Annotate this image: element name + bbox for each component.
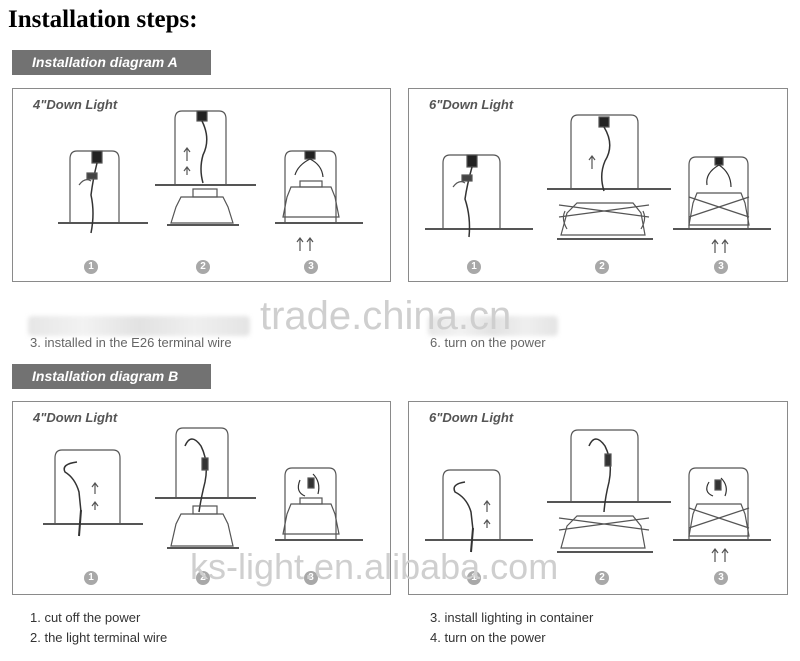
step-1-marker: 1: [84, 571, 98, 585]
panel-title: 4"Down Light: [33, 410, 118, 425]
page-title: Installation steps:: [8, 6, 198, 33]
step-1-marker: 1: [467, 571, 481, 585]
step-3-marker: 3: [304, 571, 318, 585]
step-1-marker: 1: [84, 260, 98, 274]
diagram-a-4in-panel: 4"Down Light: [12, 88, 391, 282]
b6-step1-can: [425, 469, 533, 553]
step-1-marker: 1: [467, 260, 481, 274]
diagram-b-6in-panel: 6"Down Light 1: [408, 401, 788, 595]
step-3-marker: 3: [714, 260, 728, 274]
blurred-text-right: [428, 316, 558, 336]
step-2-marker: 2: [595, 260, 609, 274]
b4-step2-can: [155, 427, 256, 549]
a4-step2-can: [155, 110, 256, 226]
diagram-a-6in-panel: 6"Down Light: [408, 88, 788, 282]
diagram-b-4in-illustration: [43, 427, 363, 549]
note-b-3: 3. install lighting in container: [430, 610, 594, 625]
diagram-b-4in-panel: 4"Down Light 1 2 3: [12, 401, 391, 595]
a4-step1-can: [58, 150, 148, 234]
diagram-b-label: Installation diagram B: [12, 364, 211, 389]
diagram-b-6in-illustration: [425, 429, 771, 562]
note-a-2: 6. turn on the power: [430, 335, 546, 350]
diagram-a-6in-illustration: [425, 114, 771, 253]
b4-step3-can: [275, 467, 363, 541]
a6-step3-can: [673, 156, 771, 253]
note-b-2: 2. the light terminal wire: [30, 630, 168, 645]
step-3-marker: 3: [714, 571, 728, 585]
watermark-ks-light: ks-light.en.alibaba.com: [190, 546, 559, 587]
panel-title: 4"Down Light: [33, 97, 118, 112]
diagram-a-4in-illustration: [58, 110, 363, 251]
watermark-trade-china: trade.china.cn: [260, 294, 512, 338]
a4-step3-can: [275, 150, 363, 251]
a6-step2-can: [547, 114, 671, 240]
note-b-4: 4. turn on the power: [430, 630, 546, 645]
b6-step3-can: [673, 467, 771, 562]
note-a-1: 3. installed in the E26 terminal wire: [30, 335, 232, 350]
b4-step1-can: [43, 449, 143, 537]
step-2-marker: 2: [595, 571, 609, 585]
panel-title: 6"Down Light: [429, 410, 514, 425]
step-3-marker: 3: [304, 260, 318, 274]
blurred-text-left: [28, 316, 250, 336]
note-b-1: 1. cut off the power: [30, 610, 141, 625]
panel-title: 6"Down Light: [429, 97, 514, 112]
step-2-marker: 2: [196, 571, 210, 585]
a6-step1-can: [425, 154, 533, 238]
step-2-marker: 2: [196, 260, 210, 274]
b6-step2-can: [547, 429, 671, 553]
diagram-a-label: Installation diagram A: [12, 50, 211, 75]
